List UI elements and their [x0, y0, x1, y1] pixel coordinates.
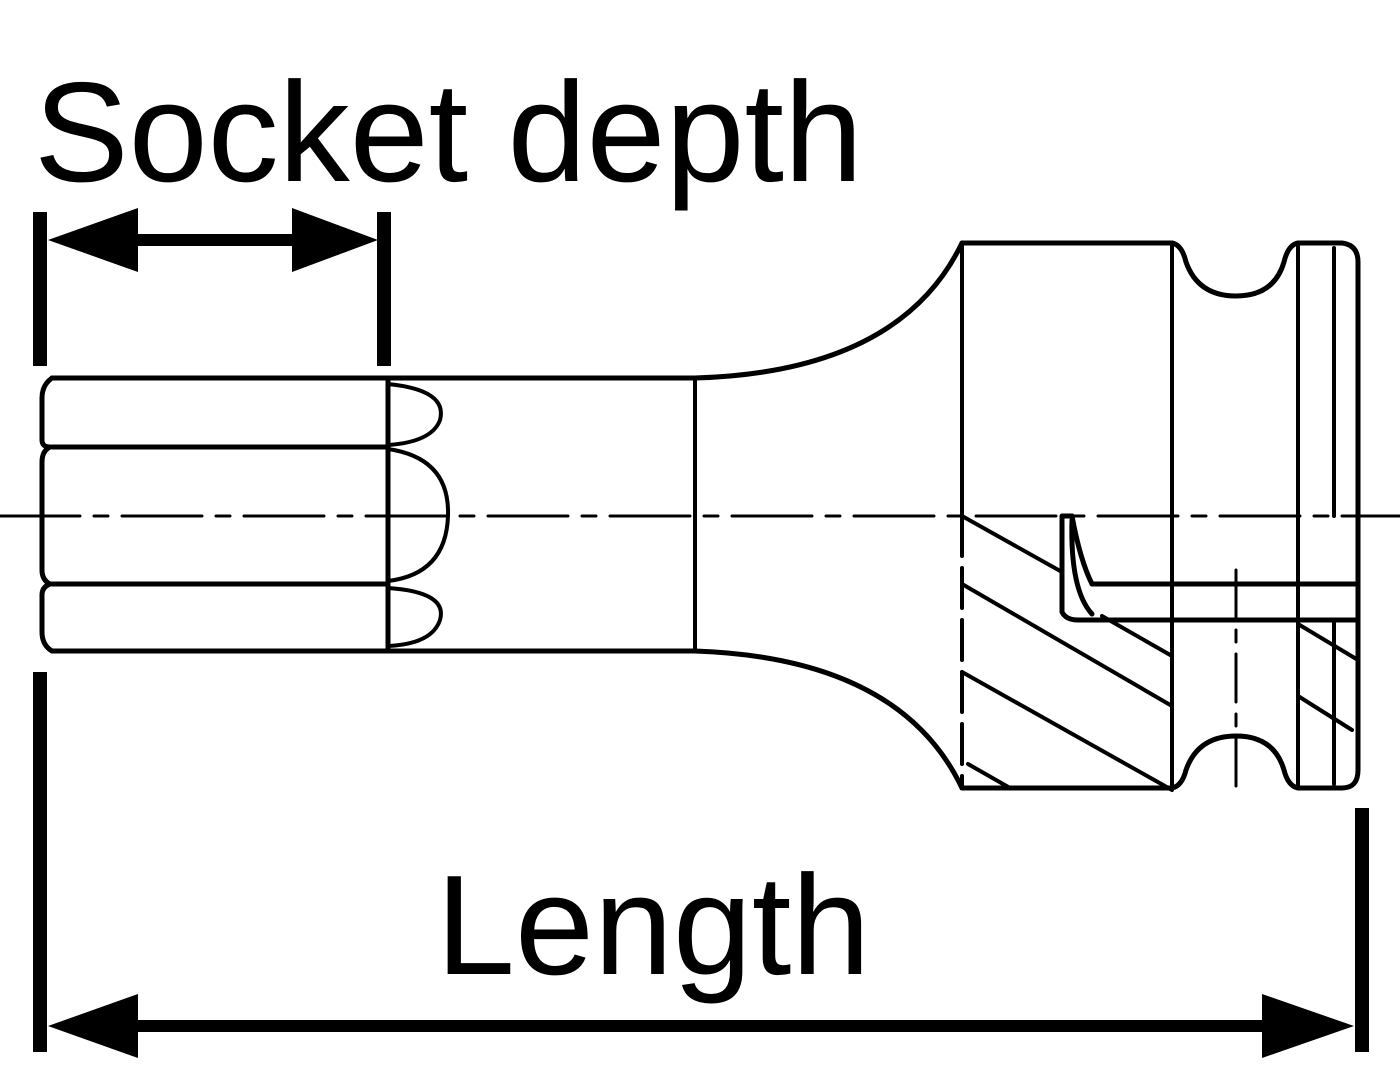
socket-depth-arrow-left [48, 208, 138, 272]
section-hatching [960, 514, 1360, 792]
length-label: Length [436, 846, 871, 1005]
length-dimension [33, 672, 1369, 1052]
drive-body [959, 240, 1361, 791]
length-arrow-right [1262, 994, 1354, 1058]
neck-curve-top [692, 240, 965, 381]
hex-flutes [386, 382, 451, 648]
neck-curve-bottom [692, 648, 965, 791]
pin-hole [1059, 513, 1361, 623]
socket-depth-label: Socket depth [34, 53, 863, 212]
socket-depth-dimension [33, 212, 391, 366]
socket-depth-arrow-right [292, 208, 378, 272]
length-arrow-left [48, 994, 138, 1058]
